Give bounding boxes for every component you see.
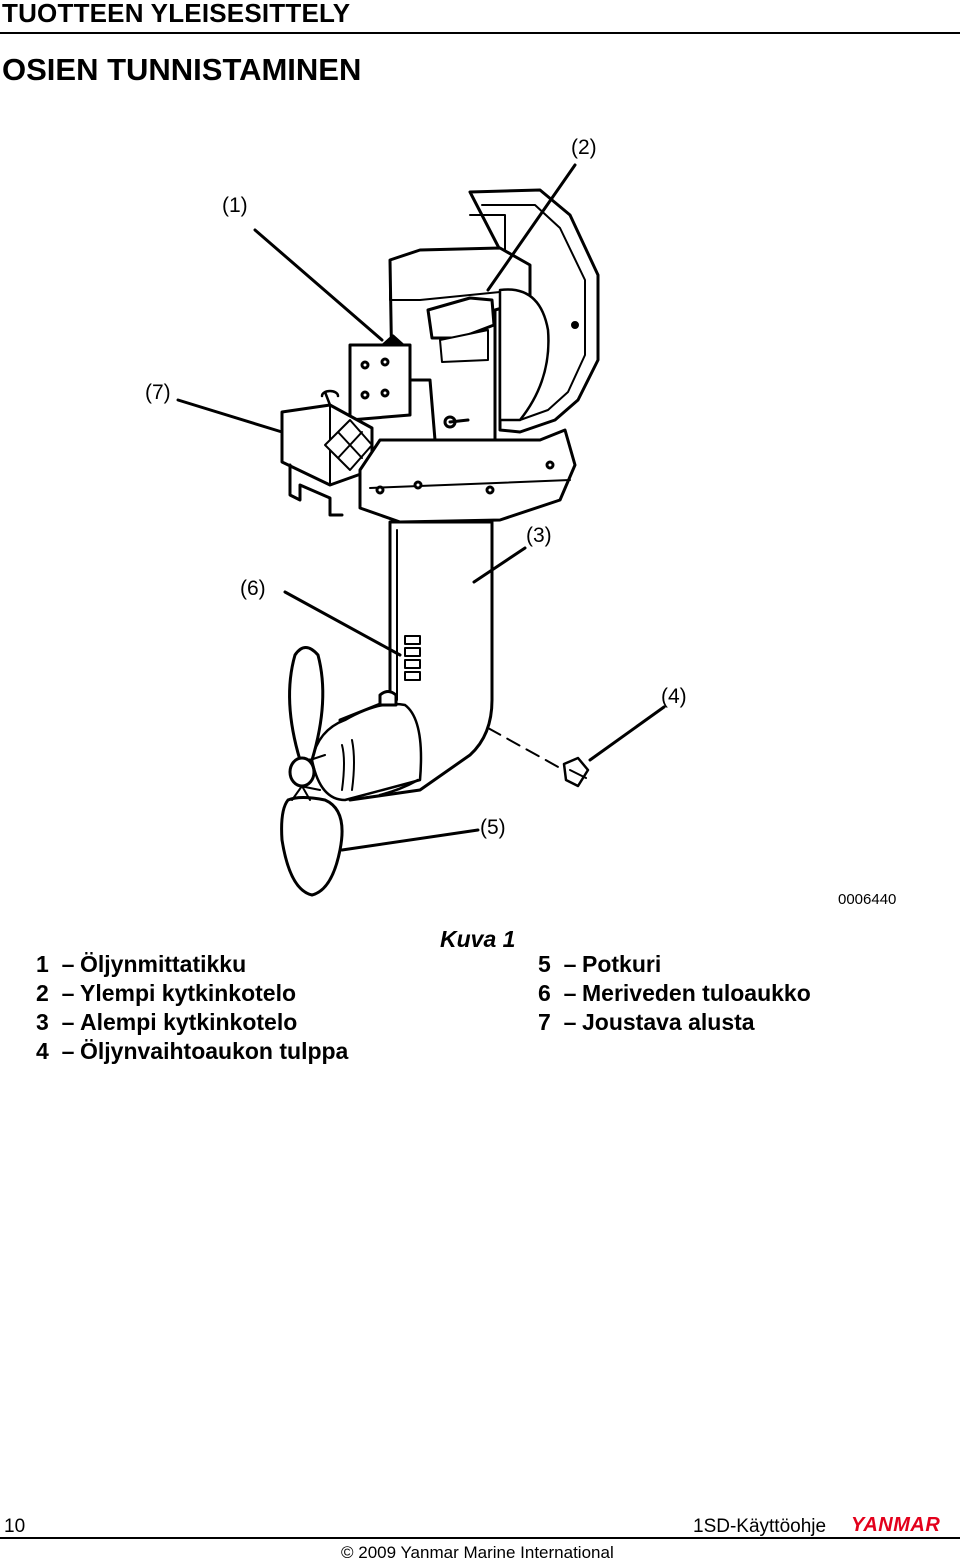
- legend-dash: –: [61, 1038, 75, 1064]
- leader-5: [340, 828, 480, 852]
- legend-dash: –: [61, 980, 75, 1006]
- callout-1: (1): [222, 194, 248, 217]
- legend-label: Öljynvaihtoaukon tulppa: [80, 1038, 349, 1064]
- callout-7: (7): [145, 381, 171, 404]
- legend-number: 7: [538, 1009, 551, 1035]
- legend-number: 3: [36, 1009, 49, 1035]
- page-number: 10: [4, 1516, 26, 1537]
- legend-number: 1: [36, 951, 49, 977]
- legend-number: 4: [36, 1038, 49, 1064]
- dipstick: [381, 334, 405, 347]
- legend-label: Öljynmittatikku: [80, 951, 247, 977]
- propeller-hub: [288, 756, 316, 788]
- legend-dash: –: [563, 951, 577, 977]
- base-flange: [358, 428, 577, 524]
- leader-1: [253, 228, 384, 342]
- legend-dash: –: [61, 1009, 75, 1035]
- svg-text:YANMAR: YANMAR: [851, 1514, 940, 1535]
- callout-3: (3): [526, 524, 552, 547]
- callout-4: (4): [661, 685, 687, 708]
- legend-label: Ylempi kytkinkotelo: [80, 980, 297, 1006]
- legend-number: 2: [36, 980, 49, 1006]
- legend-label: Potkuri: [582, 951, 662, 977]
- legend-number: 5: [538, 951, 551, 977]
- page-title: OSIEN TUNNISTAMINEN: [2, 52, 362, 87]
- legend-dash: –: [61, 951, 75, 977]
- callout-2: (2): [571, 136, 597, 159]
- header-rule: [0, 32, 960, 34]
- shift-lever: [426, 296, 496, 340]
- leader-4: [588, 705, 666, 762]
- legend-right: 5–Potkuri 6–Meriveden tuloaukko 7–Jousta…: [538, 950, 811, 1037]
- legend-label: Meriveden tuloaukko: [582, 980, 811, 1006]
- manual-name: 1SD-Käyttöohje: [693, 1516, 827, 1537]
- yanmar-logo: YANMAR: [851, 1514, 940, 1535]
- legend-label: Joustava alusta: [582, 1009, 755, 1035]
- legend-item: 6–Meriveden tuloaukko: [538, 979, 811, 1008]
- legend-dash: –: [563, 1009, 577, 1035]
- mounting-bracket: [348, 343, 412, 422]
- legend-item: 4–Öljynvaihtoaukon tulppa: [36, 1037, 348, 1066]
- legend-item: 7–Joustava alusta: [538, 1008, 811, 1037]
- section-title: TUOTTEEN YLEISESITTELY: [2, 0, 351, 28]
- legend-item: 3–Alempi kytkinkotelo: [36, 1008, 348, 1037]
- figure-id: 0006440: [838, 891, 897, 908]
- legend-label: Alempi kytkinkotelo: [80, 1009, 298, 1035]
- leader-3: [472, 546, 527, 584]
- legend-item: 1–Öljynmittatikku: [36, 950, 348, 979]
- legend-number: 6: [538, 980, 551, 1006]
- footer-rule: [0, 1537, 960, 1539]
- legend-left: 1–Öljynmittatikku 2–Ylempi kytkinkotelo …: [36, 950, 348, 1066]
- copyright: © 2009 Yanmar Marine International: [341, 1543, 614, 1562]
- leader-6: [283, 590, 402, 657]
- figure-caption: Kuva 1: [440, 926, 516, 952]
- propeller-blade-upper: [288, 646, 325, 762]
- propeller-blade-lower: [280, 796, 344, 897]
- callout-5: (5): [480, 816, 506, 839]
- saildrive-illustration: [176, 163, 666, 897]
- callout-6: (6): [240, 577, 266, 600]
- water-inlet: [404, 635, 421, 681]
- legend-dash: –: [563, 980, 577, 1006]
- legend-item: 5–Potkuri: [538, 950, 811, 979]
- leader-2: [486, 163, 577, 292]
- leader-7: [176, 398, 284, 434]
- legend-item: 2–Ylempi kytkinkotelo: [36, 979, 348, 1008]
